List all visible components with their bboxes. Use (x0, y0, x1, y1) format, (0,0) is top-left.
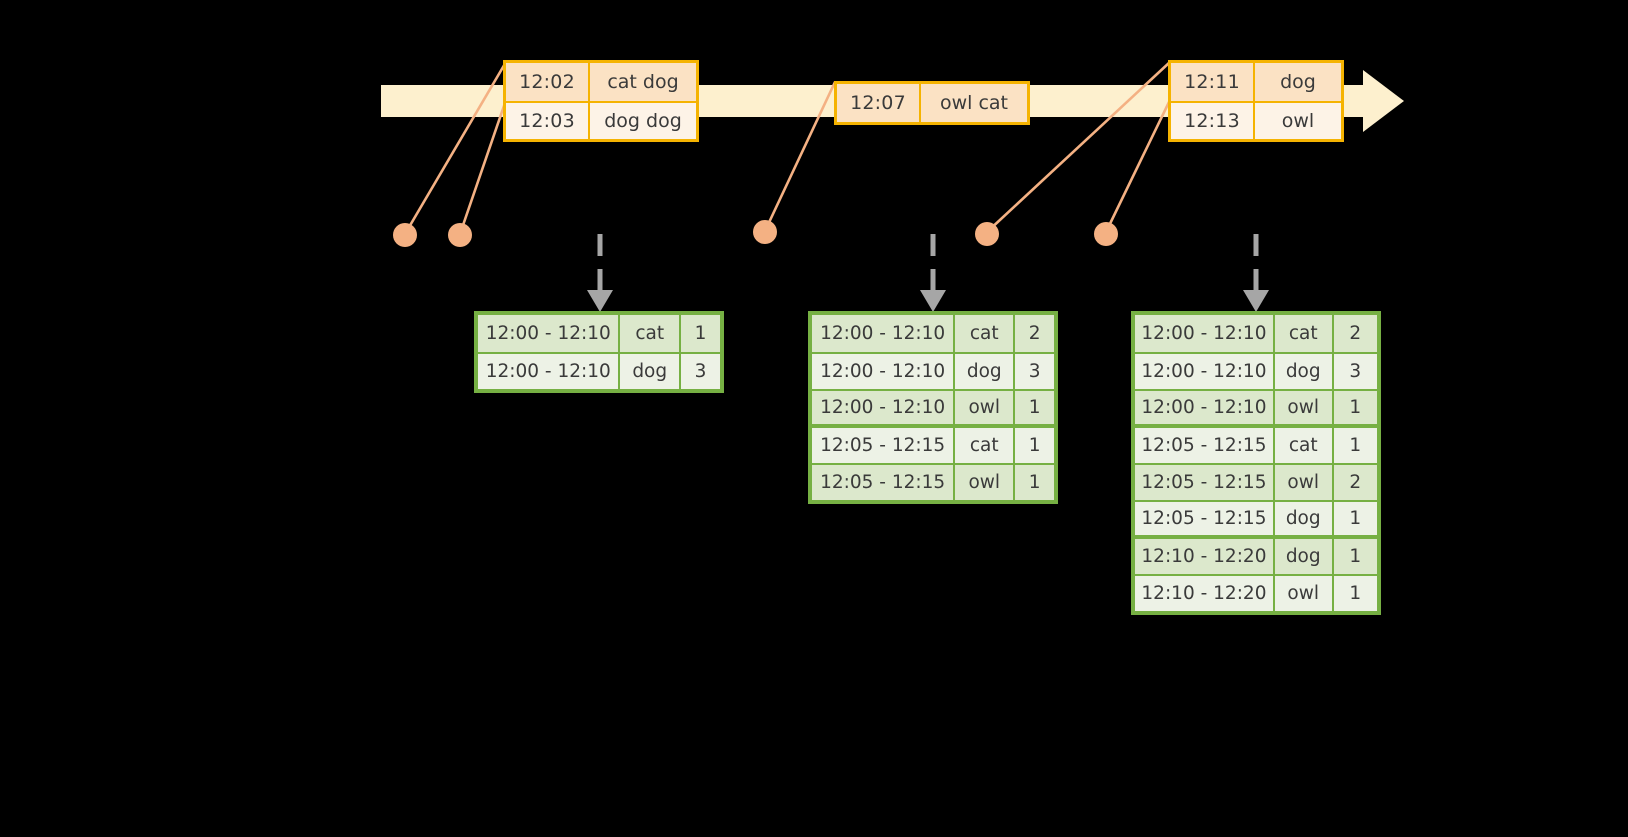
dot-12-02 (393, 223, 417, 247)
event-row[interactable]: 12:02 cat dog (506, 63, 696, 101)
cell-word: dog (1275, 539, 1334, 574)
event-row[interactable]: 12:03 dog dog (506, 101, 696, 139)
cell-count: 1 (1349, 397, 1362, 418)
event-group-3[interactable]: 12:11 dog 12:13 owl (1168, 60, 1344, 142)
cell-window: 12:00 - 12:10 (1135, 391, 1275, 424)
dot-12-03 (448, 223, 472, 247)
event-time: 12:02 (506, 63, 590, 101)
cell-window: 12:10 - 12:20 (1135, 539, 1275, 574)
cell-window: 12:10 - 12:20 (1135, 576, 1275, 611)
cell-window: 12:00 - 12:10 (478, 354, 621, 389)
event-time: 12:03 (506, 103, 590, 139)
event-time: 12:11 (1171, 63, 1255, 101)
cell-word: cat (1275, 428, 1334, 463)
event-row[interactable]: 12:13 owl (1171, 101, 1341, 139)
cell-count: 3 (694, 361, 707, 382)
event-time: 12:13 (1171, 103, 1255, 139)
cell-word: cat (955, 428, 1016, 463)
cell-count: 1 (1349, 546, 1362, 567)
event-words: owl cat (939, 92, 1009, 114)
cell-word: cat (1275, 315, 1334, 352)
cell-count: 2 (1349, 472, 1362, 493)
cell-window: 12:05 - 12:15 (1135, 465, 1275, 500)
event-row[interactable]: 12:07 owl cat (837, 84, 1027, 122)
cell-count: 2 (1349, 323, 1362, 344)
dot-12-11 (975, 222, 999, 246)
cell-count: 1 (1349, 435, 1362, 456)
cell-window: 12:05 - 12:15 (812, 465, 956, 500)
cell-window: 12:05 - 12:15 (1135, 428, 1275, 463)
cell-word: dog (1275, 354, 1334, 389)
event-words: cat dog (607, 71, 679, 93)
cell-window: 12:05 - 12:15 (1135, 502, 1275, 535)
cell-window: 12:00 - 12:10 (1135, 354, 1275, 389)
connector-12-07 (763, 81, 837, 232)
event-group-1[interactable]: 12:02 cat dog 12:03 dog dog (503, 60, 699, 142)
connector-12-02 (403, 61, 508, 235)
cell-word: owl (955, 465, 1016, 500)
cell-count: 1 (1349, 583, 1362, 604)
cell-window: 12:00 - 12:10 (812, 315, 956, 352)
cell-count: 1 (1349, 508, 1362, 529)
event-words: dog dog (604, 110, 682, 132)
cell-word: cat (620, 315, 681, 352)
cell-count: 1 (694, 323, 707, 344)
cell-word: dog (955, 354, 1016, 389)
cell-word: owl (1275, 391, 1334, 424)
cell-count: 3 (1349, 361, 1362, 382)
event-time: 12:07 (837, 84, 921, 122)
cell-count: 1 (1028, 472, 1041, 493)
connector-12-13 (1104, 99, 1172, 233)
cell-word: cat (955, 315, 1016, 352)
cell-count: 1 (1028, 435, 1041, 456)
cell-window: 12:00 - 12:10 (812, 354, 956, 389)
trigger-arrows (597, 234, 1259, 292)
cell-word: owl (1275, 465, 1334, 500)
cell-count: 2 (1028, 323, 1041, 344)
cell-window: 12:00 - 12:10 (1135, 315, 1275, 352)
cell-word: dog (1275, 502, 1334, 535)
cell-window: 12:05 - 12:15 (812, 428, 956, 463)
cell-word: owl (955, 391, 1016, 424)
event-words: dog (1280, 71, 1316, 93)
event-row[interactable]: 12:11 dog (1171, 63, 1341, 101)
dot-12-13 (1094, 222, 1118, 246)
cell-word: owl (1275, 576, 1334, 611)
connector-12-03 (458, 99, 508, 235)
cell-word: dog (620, 354, 681, 389)
trigger-arrowheads (587, 290, 1269, 312)
dot-12-07 (753, 220, 777, 244)
event-words: owl (1281, 110, 1315, 132)
event-group-2[interactable]: 12:07 owl cat (834, 81, 1030, 125)
cell-window: 12:00 - 12:10 (812, 391, 956, 424)
cell-window: 12:00 - 12:10 (478, 315, 621, 352)
event-dots (393, 220, 1118, 247)
cell-count: 3 (1028, 361, 1041, 382)
cell-count: 1 (1028, 397, 1041, 418)
